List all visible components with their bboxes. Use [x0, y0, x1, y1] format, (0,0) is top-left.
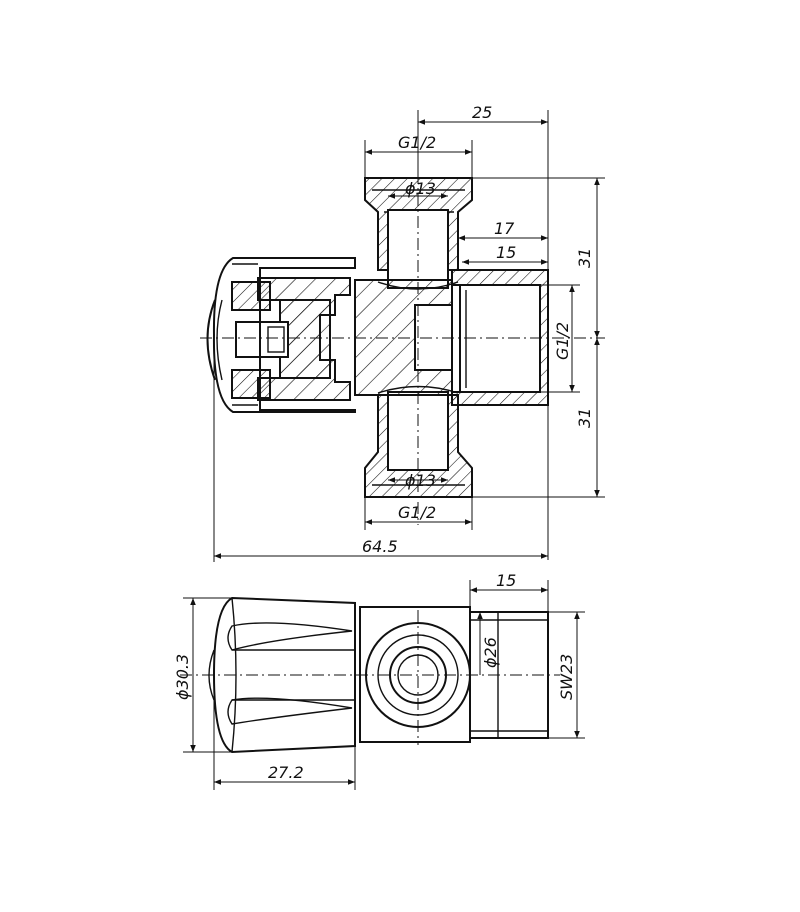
- front-view: [180, 596, 560, 754]
- section-dimensions: 25 G1/2 ϕ13 17 15 31 31 G1/2 ϕ13: [213, 103, 605, 562]
- dim-bottom-bore: ϕ13: [405, 471, 436, 490]
- dim-lower-half: 31: [575, 408, 594, 428]
- bonnet: [231, 277, 351, 401]
- dim-top-bore: ϕ13: [405, 179, 436, 198]
- dim-wrench-size: SW23: [557, 654, 576, 700]
- dim-handle-length: 27.2: [268, 763, 304, 782]
- dim-top-thread: G1/2: [398, 133, 436, 152]
- handle-cap: [206, 257, 356, 413]
- dim-handle-diameter: ϕ30.3: [173, 654, 192, 700]
- dim-lower-side-depth: 15: [496, 571, 516, 590]
- dim-side-thread: G1/2: [553, 322, 572, 360]
- dim-bottom-thread: G1/2: [398, 503, 436, 522]
- front-dimensions: 15 ϕ26 SW23 ϕ30.3 27.2: [173, 571, 585, 790]
- dim-side-depth-outer: 17: [494, 219, 515, 238]
- side-outlet: [451, 269, 549, 406]
- dim-nut-diameter: ϕ26: [481, 637, 500, 668]
- dim-upper-half: 31: [575, 248, 594, 268]
- dim-overall-length: 64.5: [362, 537, 398, 556]
- dim-side-depth-inner: 15: [496, 243, 516, 262]
- dim-top-width: 25: [472, 103, 492, 122]
- section-view: [200, 150, 605, 525]
- handle-front: [208, 596, 356, 754]
